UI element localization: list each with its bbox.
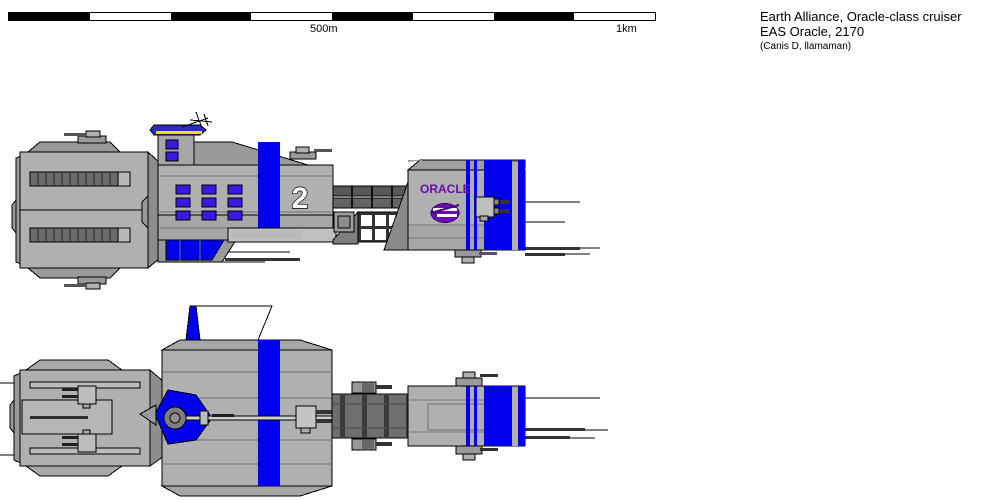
bottom-antenna-thick <box>525 428 585 439</box>
bottom-aft-block <box>9 359 151 477</box>
side-window-grid <box>175 184 243 221</box>
bottom-fin-shadow <box>195 305 273 341</box>
side-main-hull: 2 <box>157 141 337 263</box>
side-hull-number: 2 <box>292 182 309 215</box>
scale-label-end: 1km <box>616 23 637 35</box>
side-dorsal-turret <box>289 146 332 160</box>
caption-line-ship: EAS Oracle, 2170 <box>760 24 865 39</box>
bottom-spine-mount-top <box>351 381 392 394</box>
bottom-nose-emitter <box>139 389 333 445</box>
side-engine-vent-upper <box>29 171 131 187</box>
side-antenna-thick <box>225 247 580 261</box>
scale-segment <box>332 13 413 20</box>
bottom-bow-band-edge <box>518 386 525 446</box>
bottom-aft-turret-bottom <box>62 429 97 453</box>
bow-band-blue-thin-1 <box>466 160 470 250</box>
bottom-spine-mount-bottom <box>351 438 392 451</box>
bottom-bow-turret-top <box>455 371 498 387</box>
side-forward-ventral-turret <box>454 249 497 264</box>
side-aft-turret-bottom <box>64 276 107 290</box>
side-forward-gun <box>475 196 510 222</box>
side-aft-engine-block <box>11 130 149 290</box>
scale-segment <box>9 13 90 20</box>
caption-line-class: Earth Alliance, Oracle-class cruiser <box>760 9 962 24</box>
scale-label-mid: 500m <box>310 23 338 35</box>
scale-segment <box>574 13 655 20</box>
hull-name-text: ORACLE <box>420 182 471 196</box>
side-aft-turret-top <box>64 130 107 144</box>
scale-bar <box>8 12 656 21</box>
bow-band-blue-edge <box>518 160 525 250</box>
bottom-bow-band-thin-1 <box>466 386 470 446</box>
bottom-forward-gun <box>295 405 332 434</box>
caption-line-credit: (Canis D, llamaman) <box>760 41 852 52</box>
scale-segment <box>251 13 332 20</box>
scale-segment <box>170 13 252 20</box>
bottom-bow-section <box>407 371 526 461</box>
bottom-bow-turret-bottom <box>455 445 498 461</box>
bottom-bow-band-thin-2 <box>474 386 477 446</box>
bridge-antenna-mast <box>181 111 213 129</box>
bottom-aft-turret-top <box>62 385 97 409</box>
side-neck-section <box>141 150 161 270</box>
earth-alliance-emblem <box>430 203 460 223</box>
bottom-bow-band-wide <box>484 386 512 446</box>
side-forward-section: ORACLE <box>383 159 526 264</box>
bottom-main-body <box>139 305 333 497</box>
scale-segment <box>89 13 171 20</box>
bottom-body-stripe-blue <box>258 340 280 486</box>
caption-block: Earth Alliance, Oracle-class cruiser EAS… <box>760 9 962 53</box>
side-engine-vent-lower <box>29 227 131 243</box>
scale-segment <box>412 13 494 20</box>
side-conning-tower <box>149 111 213 166</box>
scale-segment <box>493 13 575 20</box>
